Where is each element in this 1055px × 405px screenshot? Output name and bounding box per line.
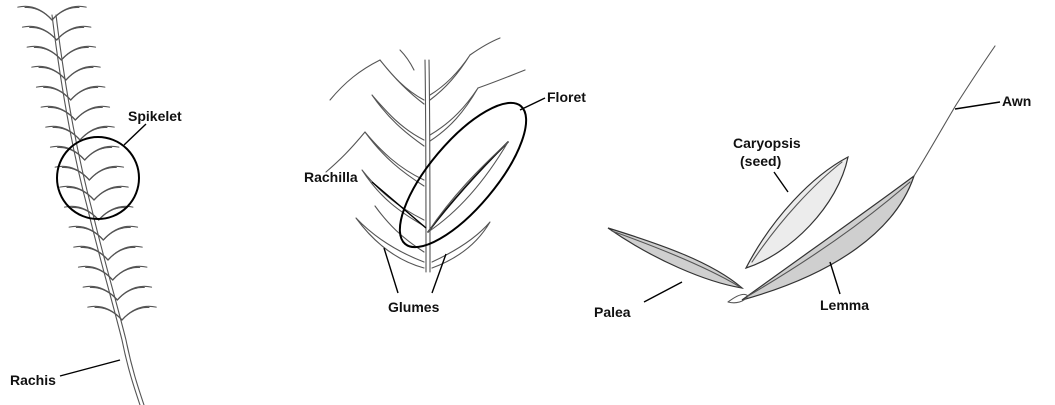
spike-bristle xyxy=(61,46,95,60)
spike-bristle xyxy=(85,146,119,160)
spike-bristle xyxy=(71,88,91,100)
rachis-label: Rachis xyxy=(10,372,56,388)
spike-bristle xyxy=(42,48,62,60)
spike-bristle xyxy=(36,86,70,100)
spike-bristle xyxy=(57,28,77,40)
spike-bristle xyxy=(103,226,137,240)
spike-bristle xyxy=(122,308,142,320)
floret-label: Floret xyxy=(547,89,586,105)
spike-bristle xyxy=(108,248,128,260)
spike-bristle xyxy=(56,108,76,120)
caryopsis-label: Caryopsis xyxy=(733,135,801,151)
floret-leader-line xyxy=(520,98,545,110)
spike-bristle xyxy=(57,26,91,40)
spike-bristle xyxy=(117,288,137,300)
spikelet-label: Spikelet xyxy=(128,108,182,124)
awn-leader-line xyxy=(955,102,1000,109)
lemma-label: Lemma xyxy=(820,297,869,313)
rachilla-label: Rachilla xyxy=(304,169,358,185)
spike-bristle xyxy=(117,286,151,300)
palea-leader-line xyxy=(644,282,682,302)
awn-label: Awn xyxy=(1002,93,1031,109)
spike-bristle xyxy=(103,228,123,240)
rachilla-leader-line xyxy=(372,182,426,228)
spike-bristle xyxy=(89,166,123,180)
spike-bristle xyxy=(113,266,147,280)
glumes-leader-line-left xyxy=(384,248,398,293)
caryopsis-sublabel: (seed) xyxy=(740,153,781,169)
spike-bristle xyxy=(66,68,86,80)
spike-bristle xyxy=(61,48,81,60)
glumes-label: Glumes xyxy=(388,299,440,315)
spike-bristle xyxy=(94,186,128,200)
spike-bristle xyxy=(52,6,86,20)
spike-bristle xyxy=(71,86,105,100)
spike-bristle xyxy=(78,266,112,280)
spikelet-leader-line xyxy=(124,124,146,145)
rachis-leader-line xyxy=(60,360,120,376)
spike-bristle xyxy=(52,8,72,20)
glumes-leader-line-right xyxy=(432,254,446,293)
caryopsis-leader-line xyxy=(774,172,788,192)
palea-label: Palea xyxy=(594,304,631,320)
spike-bristle xyxy=(22,26,56,40)
spikelet-detail-illustration xyxy=(326,38,525,272)
spike-bristle xyxy=(32,8,52,20)
spike-bristle xyxy=(88,306,122,320)
floret-parts-illustration xyxy=(608,46,995,303)
spike-bristle xyxy=(122,306,156,320)
spike-bristle xyxy=(89,168,109,180)
spike-bristle xyxy=(75,108,95,120)
lemma-leader-line xyxy=(830,262,840,294)
spike-bristle xyxy=(75,106,109,120)
spike-bristle xyxy=(66,66,100,80)
spike-bristle xyxy=(108,246,142,260)
spike-bristle xyxy=(94,188,114,200)
spike-bristle xyxy=(85,148,105,160)
spike-bristle xyxy=(113,268,133,280)
grass-spike-illustration xyxy=(18,6,156,405)
spike-bristle xyxy=(18,6,52,20)
